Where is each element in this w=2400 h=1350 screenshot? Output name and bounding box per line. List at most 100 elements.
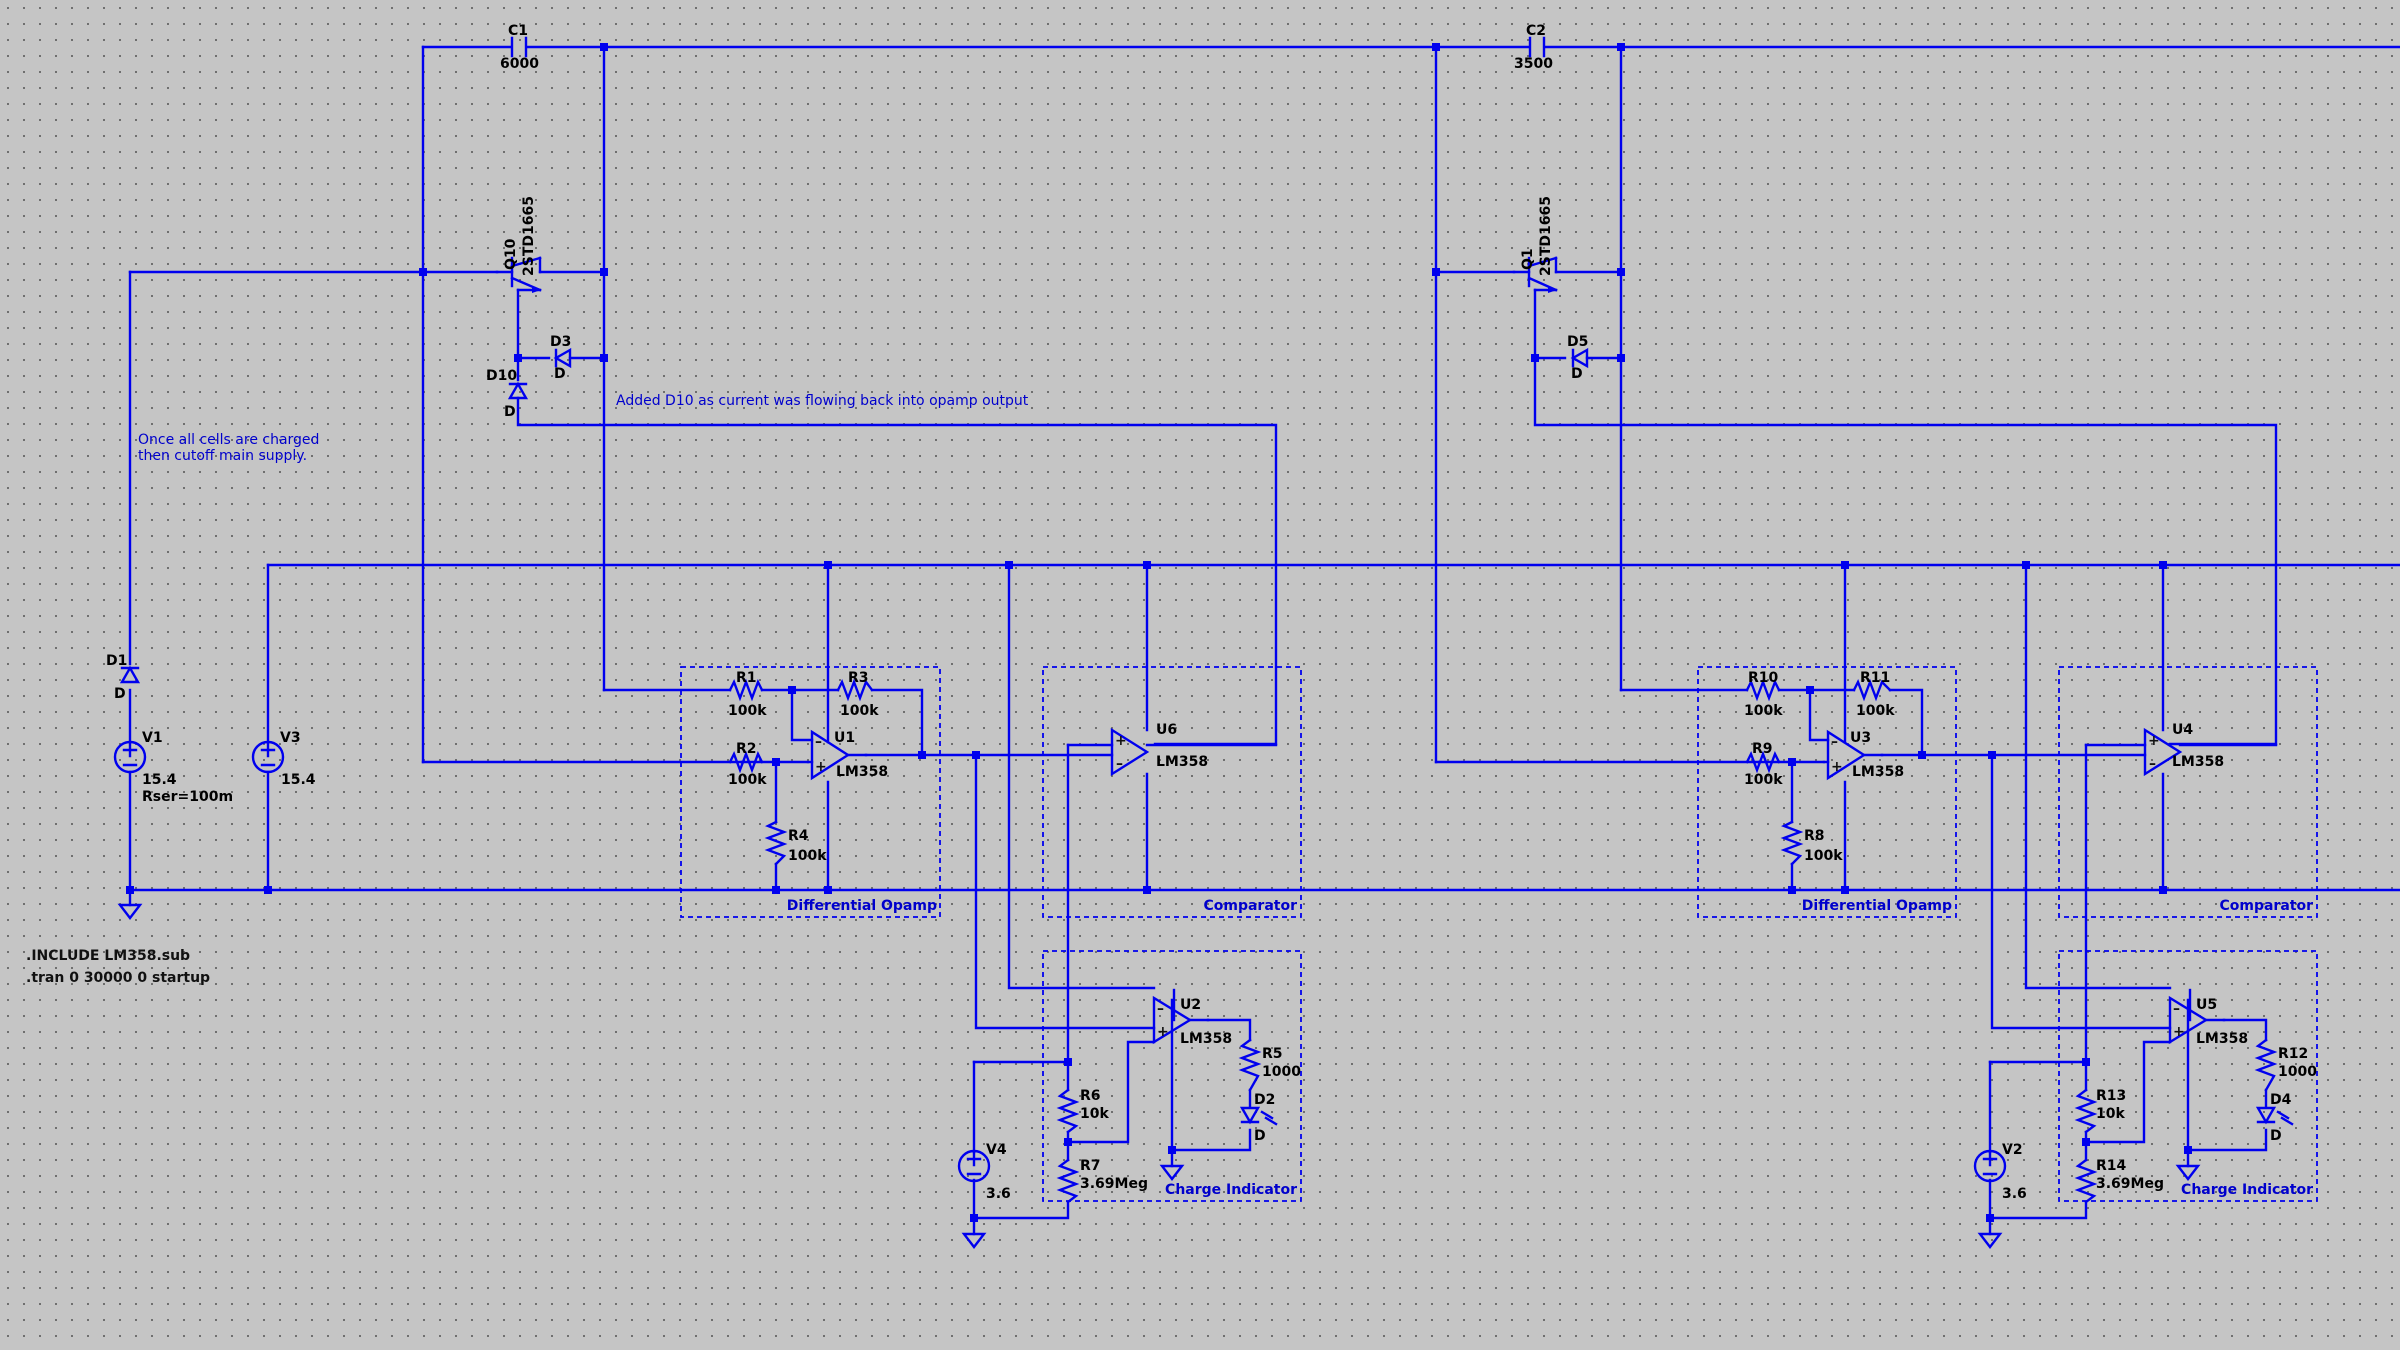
resistors — [728, 678, 2278, 1204]
model-u2: LM358 — [1180, 1031, 1232, 1047]
directive-tran[interactable]: .tran 0 30000 0 startup — [26, 970, 210, 986]
label-r13: R13 — [2096, 1088, 2126, 1104]
resistor-r14[interactable] — [2074, 1158, 2098, 1204]
label-d10: D10 — [486, 368, 517, 384]
label-d3: D3 — [550, 334, 571, 350]
title-charge-indicator-1: Charge Indicator — [1165, 1182, 1297, 1198]
label-q1: Q1 — [1520, 248, 1536, 270]
comment-cutoff-line1: Once all cells are charged — [138, 432, 319, 448]
label-r6: R6 — [1080, 1088, 1101, 1104]
resistor-r13[interactable] — [2074, 1088, 2098, 1134]
model-d10: D — [504, 404, 516, 420]
resistor-r9[interactable] — [1745, 750, 1781, 774]
voltage-source-v3[interactable] — [251, 740, 285, 774]
opamp-u2[interactable]: –+ — [1152, 995, 1210, 1045]
resistor-r3[interactable] — [836, 678, 874, 702]
block-charge-indicator-1 — [1042, 950, 1302, 1202]
opamp-u6[interactable]: +– — [1110, 727, 1278, 777]
comment-cutoff-line2: then cutoff main supply. — [138, 448, 307, 464]
svg-text:+: + — [1115, 733, 1127, 749]
model-u1: LM358 — [836, 764, 888, 780]
value-r12: 1000 — [2278, 1064, 2317, 1080]
model-d1: D — [114, 686, 126, 702]
diode-d3[interactable] — [553, 347, 572, 369]
resistor-r1[interactable] — [728, 678, 764, 702]
resistor-r12[interactable] — [2254, 1038, 2278, 1092]
label-v1: V1 — [142, 730, 163, 746]
block-comparator-2 — [2058, 666, 2318, 918]
value-r11: 100k — [1856, 703, 1895, 719]
value-c1: 6000 — [500, 56, 539, 72]
label-u2: U2 — [1180, 997, 1201, 1013]
value-r5: 1000 — [1262, 1064, 1301, 1080]
resistor-r5[interactable] — [1238, 1038, 1262, 1092]
voltage-source-v1[interactable] — [113, 740, 147, 774]
led-d2[interactable] — [1239, 1106, 1278, 1126]
junctions — [126, 43, 2192, 1222]
svg-text:+: + — [2173, 1024, 2185, 1040]
svg-text:+: + — [815, 759, 827, 775]
resistor-r11[interactable] — [1852, 678, 1892, 702]
value-r10: 100k — [1744, 703, 1783, 719]
model-u5: LM358 — [2196, 1031, 2248, 1047]
wires — [128, 45, 2400, 1236]
opamp-u1[interactable]: –+ — [806, 729, 868, 781]
label-r3: R3 — [848, 670, 869, 686]
resistor-r10[interactable] — [1745, 678, 1781, 702]
block-charge-indicator-2 — [2058, 950, 2318, 1202]
label-u6: U6 — [1156, 722, 1177, 738]
label-r5: R5 — [1262, 1046, 1283, 1062]
diode-d5[interactable] — [1570, 347, 1589, 369]
label-d5: D5 — [1567, 334, 1588, 350]
label-u5: U5 — [2196, 997, 2217, 1013]
label-r10: R10 — [1748, 670, 1779, 686]
value-r2: 100k — [728, 772, 767, 788]
svg-text:–: – — [1831, 734, 1838, 750]
value-v4: 3.6 — [986, 1186, 1011, 1202]
transistor-q10[interactable] — [495, 256, 542, 293]
label-u1: U1 — [834, 730, 855, 746]
svg-text:+: + — [2148, 733, 2160, 749]
svg-text:–: – — [1157, 1001, 1164, 1017]
resistor-r8[interactable] — [1780, 820, 1804, 866]
voltage-source-v4[interactable] — [957, 1149, 991, 1183]
label-r8: R8 — [1804, 828, 1825, 844]
resistor-r7[interactable] — [1056, 1158, 1080, 1204]
label-r7: R7 — [1080, 1158, 1101, 1174]
block-comparator-1 — [1042, 666, 1302, 918]
svg-text:–: – — [2173, 1001, 2180, 1017]
value-v2: 3.6 — [2002, 1186, 2027, 1202]
directive-include[interactable]: .INCLUDE LM358.sub — [26, 948, 190, 964]
resistor-r6[interactable] — [1056, 1088, 1080, 1134]
value-r1: 100k — [728, 703, 767, 719]
label-r9: R9 — [1752, 741, 1773, 757]
opamp-u3[interactable]: –+ — [1822, 729, 1884, 781]
label-d2: D2 — [1254, 1092, 1275, 1108]
label-r2: R2 — [736, 741, 757, 757]
model-q10: 2STD1665 — [521, 196, 537, 276]
diode-d1[interactable] — [119, 665, 141, 684]
block-differential-opamp-2 — [1697, 666, 1957, 918]
label-u3: U3 — [1850, 730, 1871, 746]
svg-text:–: – — [1116, 756, 1123, 772]
svg-text:–: – — [815, 734, 822, 750]
capacitor-c1[interactable] — [510, 36, 528, 58]
led-d4[interactable] — [2255, 1106, 2294, 1126]
resistor-r4[interactable] — [764, 820, 788, 866]
model-d4: D — [2270, 1128, 2282, 1144]
opamp-u5[interactable]: –+ — [2168, 995, 2226, 1045]
resistor-r2[interactable] — [728, 750, 764, 774]
transistor-q1[interactable] — [1512, 256, 1558, 293]
value-r13: 10k — [2096, 1106, 2125, 1122]
label-u4: U4 — [2172, 722, 2193, 738]
value-r7: 3.69Meg — [1080, 1176, 1148, 1192]
svg-text:+: + — [1157, 1024, 1169, 1040]
value-r8: 100k — [1804, 848, 1843, 864]
label-r12: R12 — [2278, 1046, 2308, 1062]
opamp-u4[interactable]: +– — [2143, 727, 2278, 777]
label-c1: C1 — [508, 23, 528, 39]
diode-d10[interactable] — [507, 381, 529, 400]
voltage-source-v2[interactable] — [1973, 1149, 2007, 1183]
capacitor-c2[interactable] — [1528, 36, 1546, 58]
